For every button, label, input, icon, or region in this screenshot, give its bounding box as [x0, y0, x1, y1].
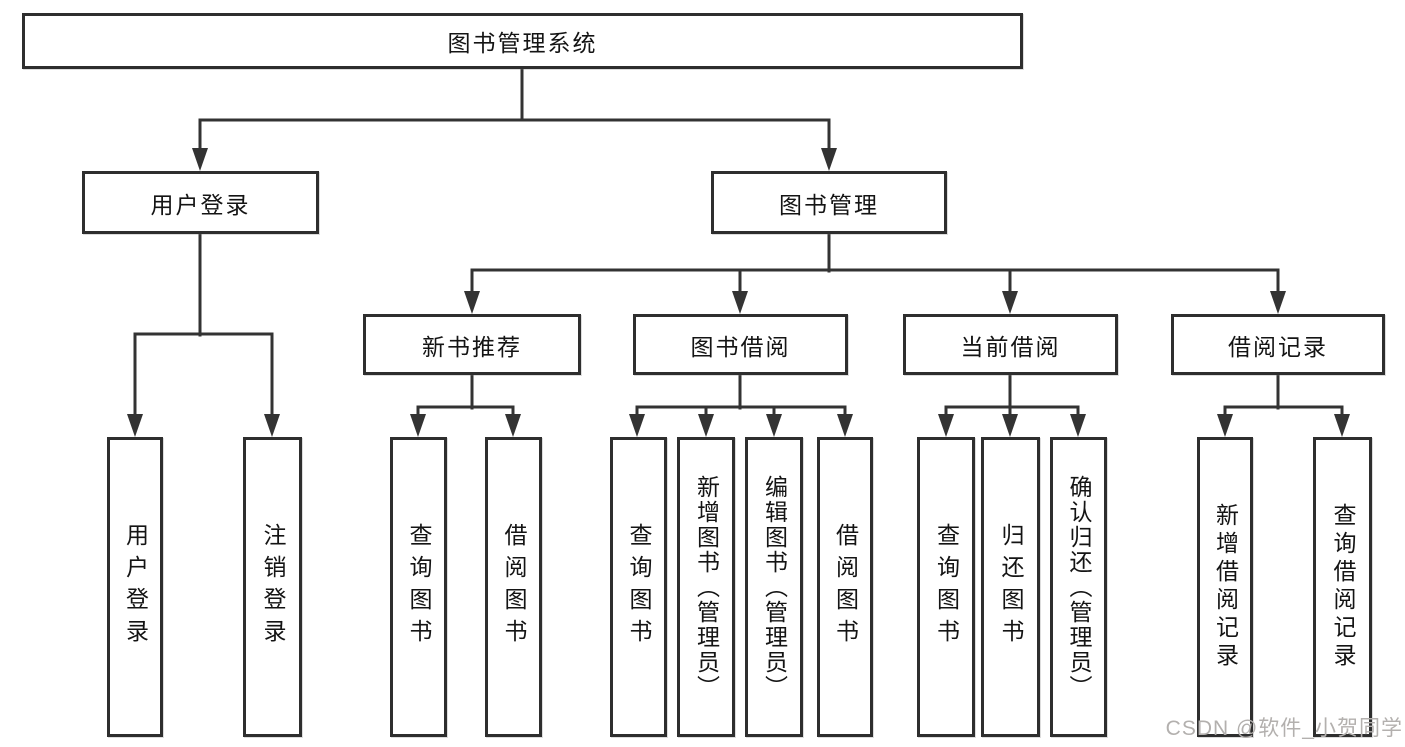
leaf-user-login: 用户登录: [107, 437, 163, 737]
node-user-login: 用户登录: [82, 171, 319, 234]
node-borrow-record: 借阅记录: [1171, 314, 1385, 375]
node-user-login-label: 用户登录: [150, 191, 251, 218]
node-new-book-recommend-label: 新书推荐: [422, 333, 522, 360]
node-book-management: 图书管理: [711, 171, 947, 234]
node-current-borrow-label: 当前借阅: [960, 333, 1061, 360]
leaf-borrow-edit-book-admin: 编辑图书（管理员）: [745, 437, 803, 737]
leaf-logout: 注销登录: [243, 437, 302, 737]
leaf-recommend-borrow-book: 借阅图书: [485, 437, 542, 737]
leaf-record-query: 查询借阅记录: [1313, 437, 1372, 737]
node-book-management-label: 图书管理: [779, 191, 879, 218]
watermark: CSDN @软件_小贺同学: [1165, 717, 1403, 740]
leaf-recommend-query-book: 查询图书: [390, 437, 447, 737]
node-root: 图书管理系统: [22, 13, 1023, 69]
leaf-borrow-borrow-book: 借阅图书: [817, 437, 873, 737]
leaf-current-query-book: 查询图书: [917, 437, 975, 737]
leaf-record-add: 新增借阅记录: [1197, 437, 1253, 737]
leaf-borrow-add-book-admin: 新增图书（管理员）: [677, 437, 735, 737]
node-root-label: 图书管理系统: [447, 30, 598, 56]
leaf-borrow-query-book: 查询图书: [610, 437, 667, 737]
node-borrow-record-label: 借阅记录: [1228, 333, 1328, 360]
node-book-borrow-label: 图书借阅: [690, 333, 791, 360]
leaf-current-return-book: 归还图书: [981, 437, 1040, 737]
node-new-book-recommend: 新书推荐: [363, 314, 581, 375]
node-current-borrow: 当前借阅: [903, 314, 1118, 375]
leaf-current-confirm-return-admin: 确认归还（管理员）: [1050, 437, 1107, 737]
node-book-borrow: 图书借阅: [633, 314, 848, 375]
